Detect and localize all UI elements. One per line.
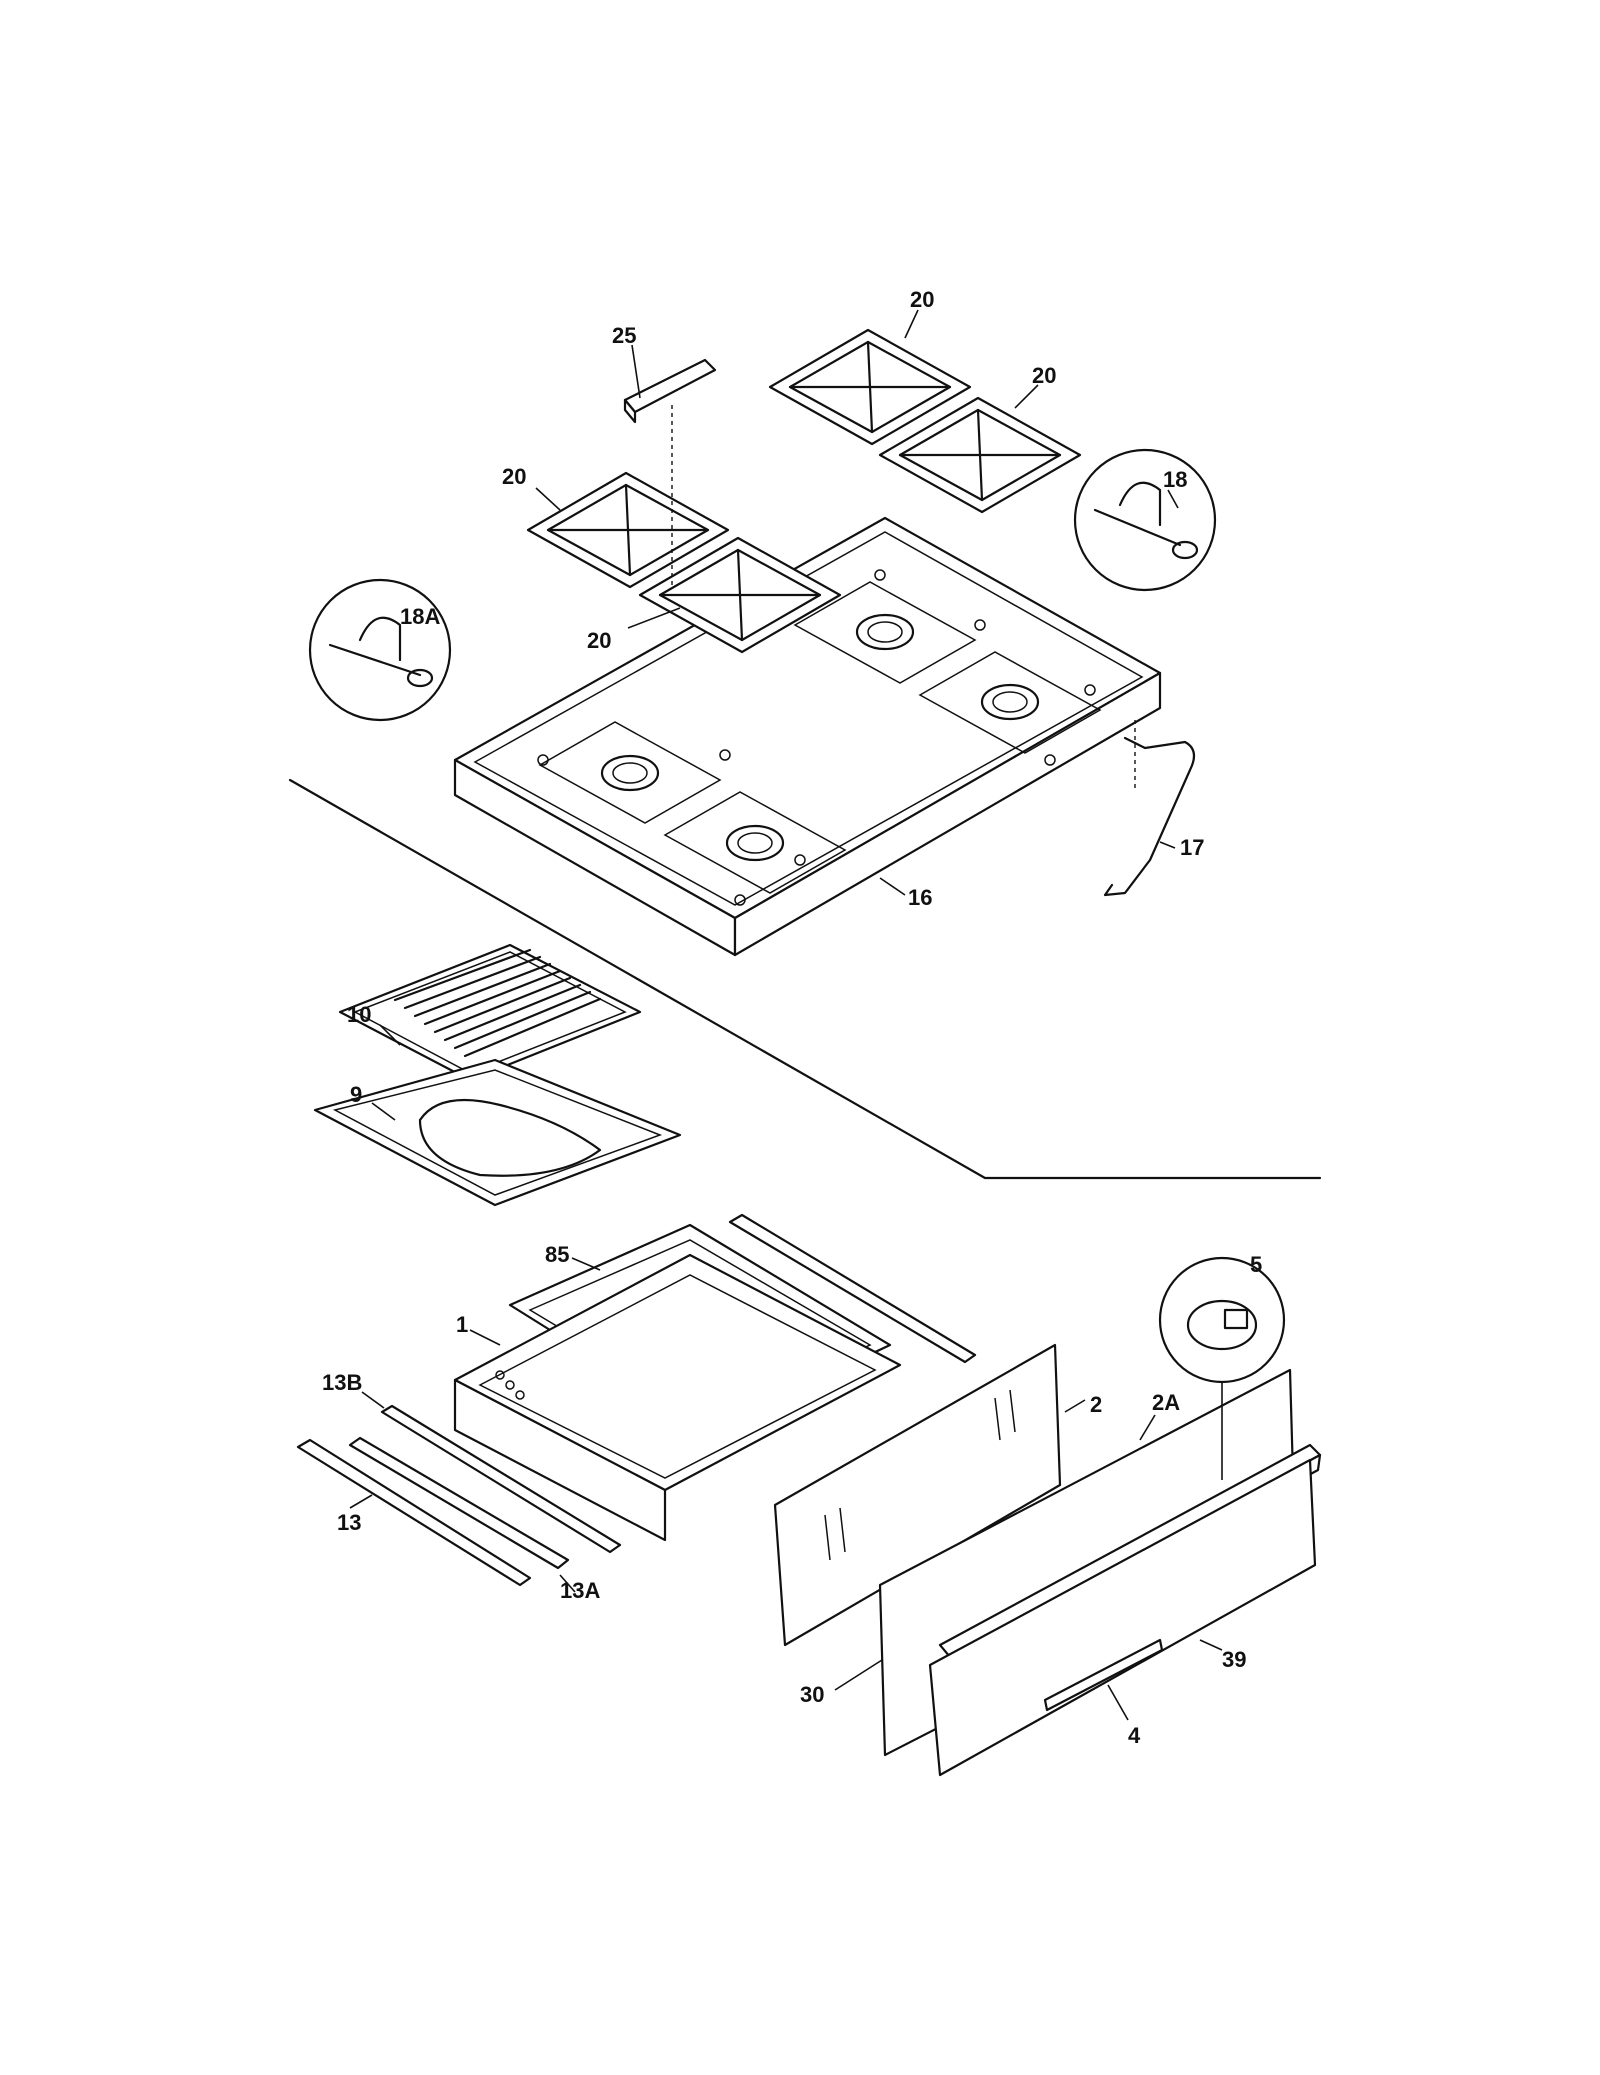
label-part-20-center: 20 [587, 628, 611, 653]
burner-grate-part-20-right [878, 396, 1082, 514]
label-part-4: 4 [1128, 1723, 1141, 1748]
label-part-13b: 13B [322, 1370, 362, 1395]
broiler-grid-part-10 [338, 943, 642, 1082]
label-part-39: 39 [1222, 1647, 1246, 1672]
label-part-20-left: 20 [502, 464, 526, 489]
label-part-20-top: 20 [910, 287, 934, 312]
label-part-16: 16 [908, 885, 932, 910]
label-part-18a: 18A [400, 604, 440, 629]
label-part-85: 85 [545, 1242, 569, 1267]
burner-grate-part-20-top [768, 328, 972, 446]
label-part-13: 13 [337, 1510, 361, 1535]
label-part-2a: 2A [1152, 1390, 1180, 1415]
cooktop-part-16 [453, 516, 1162, 957]
label-part-2: 2 [1090, 1392, 1102, 1417]
drawer-body-part-1 [453, 1253, 902, 1542]
burner-grate-part-20-center [638, 536, 842, 654]
detail-circle-part-18a [308, 578, 452, 722]
rail-part-13b [380, 1404, 622, 1554]
label-part-25: 25 [612, 323, 636, 348]
wire-part-17 [1103, 736, 1196, 897]
broiler-pan-part-9 [313, 1058, 682, 1207]
detail-circle-part-18 [1073, 448, 1217, 592]
rail-part-13a [348, 1436, 570, 1570]
label-part-13a: 13A [560, 1578, 600, 1603]
label-part-30: 30 [800, 1682, 824, 1707]
detail-circle-part-5 [1158, 1256, 1286, 1480]
rail-part-13 [296, 1438, 532, 1587]
part-25-component [623, 358, 717, 585]
door-panel-part-4 [928, 1458, 1317, 1777]
rear-rail [728, 1213, 977, 1364]
label-part-5: 5 [1250, 1252, 1262, 1277]
label-part-10: 10 [347, 1002, 371, 1027]
section-divider-line [288, 778, 1322, 1180]
burner-grate-part-20-left [526, 471, 730, 589]
label-part-9: 9 [350, 1082, 362, 1107]
label-part-20-right: 20 [1032, 363, 1056, 388]
label-part-1: 1 [456, 1312, 468, 1337]
label-part-17: 17 [1180, 835, 1204, 860]
label-part-18: 18 [1163, 467, 1187, 492]
leader-lines [349, 309, 1223, 1721]
drawer-frame-part-2 [773, 1343, 1062, 1647]
